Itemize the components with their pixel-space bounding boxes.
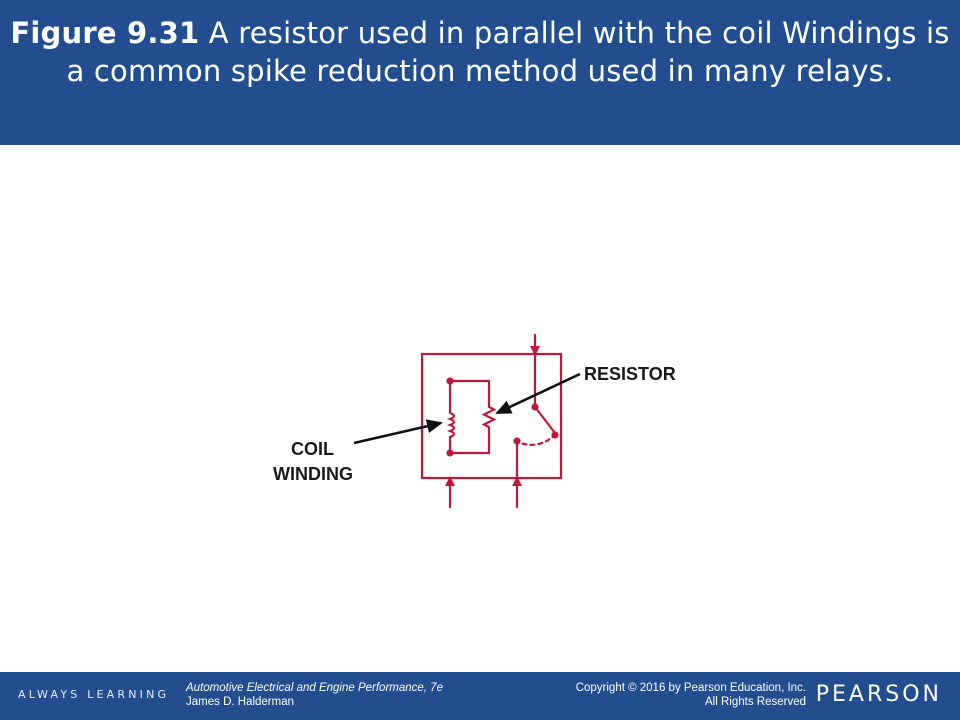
resistor-top-lead [448,379,491,409]
switch-pivot-dot [531,403,539,411]
resistor-bottom-lead [448,425,491,455]
resistor-symbol [481,405,497,429]
coil-label-line1: COIL [291,439,334,459]
slide-title: Figure 9.31 A resistor used in parallel … [0,0,960,145]
resistor-pointer-arrow [495,372,581,415]
relay-circuit-diagram: RESISTOR COIL WINDING [0,145,960,672]
copyright-text: Copyright © 2016 by Pearson Education, I… [575,682,806,694]
switch-travel-arc [513,433,557,446]
coil-winding-symbol [446,411,456,439]
book-author: James D. Halderman [186,696,295,708]
relay-schematic: RESISTOR COIL WINDING [273,333,676,509]
figure-number: Figure 9.31 [10,16,200,50]
relay-circuit-lines [420,333,563,509]
book-title: Automotive Electrical and Engine Perform… [186,682,443,694]
junction-dot [446,449,454,457]
relay-housing [420,352,563,480]
coil-label-line2: WINDING [273,464,353,484]
resistor-label: RESISTOR [584,364,676,384]
junction-dot [446,377,454,385]
book-info: Automotive Electrical and Engine Perform… [186,681,443,709]
figure-caption: A resistor used in parallel with the coi… [66,16,950,88]
junction-dots [446,377,559,457]
switch-tip-dot [551,431,559,439]
rights-text: All Rights Reserved [705,696,806,708]
copyright-notice: Copyright © 2016 by Pearson Education, I… [576,681,806,709]
always-learning-tagline: ALWAYS LEARNING [18,688,170,701]
pearson-logo: PEARSON [815,682,942,707]
switch-arm [533,405,557,435]
coil-pointer-arrow [353,419,443,445]
slide-footer: ALWAYS LEARNING Automotive Electrical an… [0,672,960,720]
contact-dot [513,437,521,445]
